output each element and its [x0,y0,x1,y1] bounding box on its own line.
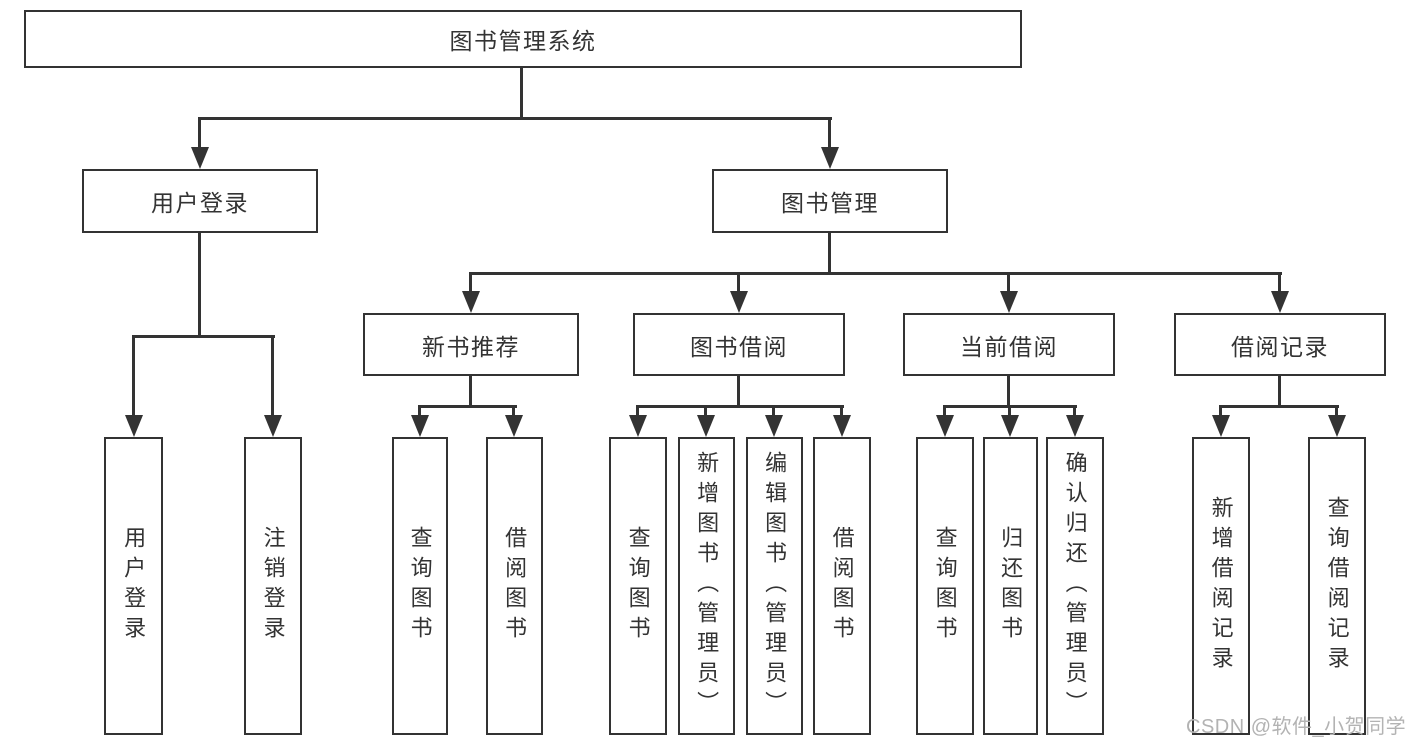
node-borrowing-records: 借阅记录 [1174,313,1386,376]
arrow-to-bb-borrow [833,415,851,437]
arrow-to-current-borrowing [1000,291,1018,313]
csdn-watermark: CSDN @软件_小贺同学 [1186,716,1405,738]
edge-records-bar [1219,405,1339,408]
edge-drop-new-books [469,272,472,294]
node-new-book-recommend: 新书推荐 [363,313,579,376]
node-root-library-system: 图书管理系统 [24,10,1022,68]
leaf-bb-query-books: 查询图书 [609,437,667,735]
arrow-to-user-login [191,147,209,169]
arrow-to-nb-query [411,415,429,437]
edge-root-bar [198,117,832,120]
edge-drop-user-login [198,117,201,151]
arrow-to-cb-confirm [1066,415,1084,437]
edge-drop-cb-query [943,405,946,419]
edge-drop-bb-edit [772,405,775,419]
edge-drop-book-management [828,117,831,151]
arrow-to-bb-edit [765,415,783,437]
leaf-user-login: 用户登录 [104,437,163,735]
edge-bookborrow-bar [636,405,844,408]
leaf-cb-confirm-return-admin: 确认归还（管理员） [1046,437,1104,735]
leaf-bb-edit-books-admin: 编辑图书（管理员） [746,437,803,735]
edge-drop-borrowing-records [1278,272,1281,294]
arrow-to-new-books [462,291,480,313]
edge-drop-book-borrowing [737,272,740,294]
leaf-br-query-record: 查询借阅记录 [1308,437,1366,735]
node-book-management: 图书管理 [712,169,948,233]
edge-drop-cb-confirm [1073,405,1076,419]
arrow-to-book-borrowing [730,291,748,313]
edge-bookmgmt-bar [469,272,1282,275]
arrow-to-logout [264,415,282,437]
arrow-to-br-query [1328,415,1346,437]
edge-drop-nb-borrow [512,405,515,419]
edge-drop-bb-query [636,405,639,419]
leaf-bb-add-books-admin: 新增图书（管理员） [678,437,735,735]
leaf-nb-borrow-books: 借阅图书 [486,437,543,735]
leaf-br-add-record: 新增借阅记录 [1192,437,1250,735]
arrow-to-cb-query [936,415,954,437]
arrow-to-book-management [821,147,839,169]
edge-drop-bb-borrow [840,405,843,419]
arrow-to-br-add [1212,415,1230,437]
edge-drop-current-borrowing [1007,272,1010,294]
arrow-to-bb-add [697,415,715,437]
edge-newbooks-stem [469,376,472,408]
edge-bookborrow-stem [737,376,740,408]
edge-root-stem [520,68,523,119]
node-current-borrowing: 当前借阅 [903,313,1115,376]
edge-drop-logout [271,335,274,419]
leaf-cb-query-books: 查询图书 [916,437,974,735]
edge-drop-br-add [1219,405,1222,419]
edge-bookmgmt-stem [828,233,831,275]
edge-drop-nb-query [418,405,421,419]
edge-currentborrow-stem [1007,376,1010,408]
arrow-to-cb-return [1001,415,1019,437]
leaf-cb-return-books: 归还图书 [983,437,1038,735]
node-user-login: 用户登录 [82,169,318,233]
arrow-to-nb-borrow [505,415,523,437]
edge-userlogin-bar [132,335,275,338]
arrow-to-login [125,415,143,437]
arrow-to-borrowing-records [1271,291,1289,313]
edge-drop-br-query [1335,405,1338,419]
leaf-logout: 注销登录 [244,437,302,735]
leaf-nb-query-books: 查询图书 [392,437,448,735]
edge-userlogin-stem [198,233,201,338]
edge-records-stem [1278,376,1281,408]
edge-newbooks-bar [418,405,517,408]
arrow-to-bb-query [629,415,647,437]
edge-drop-bb-add [704,405,707,419]
edge-drop-cb-return [1008,405,1011,419]
edge-drop-login [132,335,135,419]
node-book-borrowing: 图书借阅 [633,313,845,376]
leaf-bb-borrow-books: 借阅图书 [813,437,871,735]
